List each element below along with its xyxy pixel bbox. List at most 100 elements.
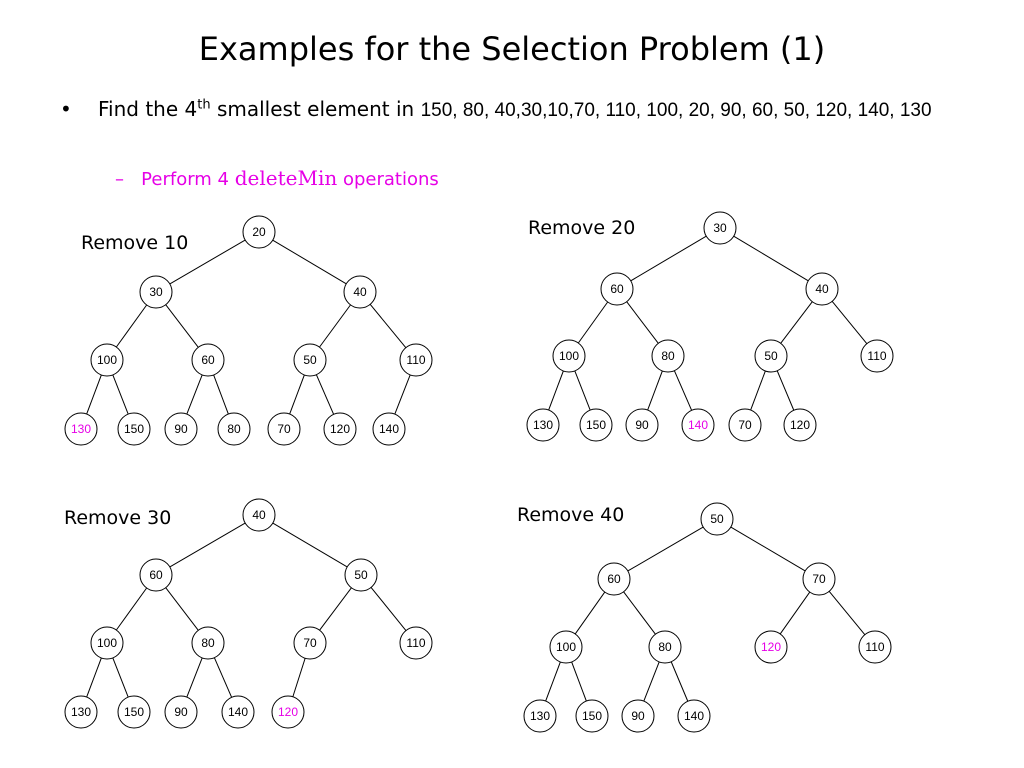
tree-edge [623,591,656,635]
heap-node-90: 90 [621,699,655,733]
tree-edge [548,370,564,411]
tree-edge [213,657,233,698]
node-value: 80 [661,349,675,363]
tree-edge [733,235,809,282]
node-value: 120 [790,418,810,432]
tree-edge [165,587,199,631]
node-circle [344,558,378,592]
node-value: 90 [174,705,188,719]
node-circle [552,339,586,373]
node-circle [343,275,377,309]
heap-node-120: 120 [754,630,788,664]
node-value: 130 [530,709,550,723]
heap-node-90: 90 [164,412,198,446]
node-value: 80 [658,640,672,654]
heap-node-110: 110 [858,630,892,664]
node-value: 70 [738,418,752,432]
heap-node-50: 50 [344,558,378,592]
heap-node-120: 120 [323,412,357,446]
node-value: 100 [97,353,117,367]
heap-node-30: 30 [703,211,737,245]
node-circle [217,412,251,446]
heap-node-40: 40 [242,498,276,532]
node-circle [805,272,839,306]
tree-edge [112,374,129,415]
heap-node-80: 80 [217,412,251,446]
slide-title: Examples for the Selection Problem (1) [198,30,826,68]
heap-node-30: 30 [139,275,173,309]
node-circle [575,699,609,733]
tree-edge [776,370,795,411]
heap-node-80: 80 [648,630,682,664]
tree-edge [626,301,659,344]
node-value: 140 [688,418,708,432]
node-circle [139,275,173,309]
node-circle [221,695,255,729]
heap-node-40: 40 [805,272,839,306]
bullet-sequence: 150, 80, 40,30,10,70, 110, 100, 20, 90, … [420,100,932,121]
node-value: 100 [97,636,117,650]
tree-edge [574,370,591,411]
tree-edge [169,522,246,568]
heap-node-90: 90 [625,408,659,442]
tree-edge [779,591,811,635]
bullet-middle: smallest element in [210,97,421,121]
node-value: 60 [607,572,621,586]
sub-bullet-prefix: Perform 4 [141,169,235,190]
tree-edge [272,522,348,568]
heap-node-150: 150 [117,412,151,446]
heap-node-50: 50 [293,343,327,377]
tree-edge [115,587,148,631]
bullet-superscript: th [197,97,211,113]
node-value: 150 [586,418,606,432]
tree-edge [86,657,102,698]
node-value: 140 [228,705,248,719]
node-value: 140 [379,422,399,436]
heap-node-140: 140 [372,412,406,446]
node-value: 110 [867,349,886,363]
node-value: 80 [227,422,241,436]
heap-node-130: 130 [526,408,560,442]
node-value: 90 [631,709,645,723]
node-circle [754,630,788,664]
node-circle [117,412,151,446]
heap-node-140: 140 [221,695,255,729]
heap-node-80: 80 [651,339,685,373]
heap-node-100: 100 [90,343,124,377]
tree-edge [315,374,335,415]
heap-node-150: 150 [575,699,609,733]
tree-edge [319,304,351,348]
heap-node-140: 140 [681,408,715,442]
heap-node-100: 100 [90,626,124,660]
heap-node-120: 120 [271,695,305,729]
tree-edge [643,661,660,702]
node-value: 50 [764,349,778,363]
node-circle [625,408,659,442]
node-circle [164,412,198,446]
node-circle [271,695,305,729]
node-circle [597,562,631,596]
node-circle [651,339,685,373]
node-value: 70 [812,572,826,586]
node-circle [191,626,225,660]
tree-edge [670,661,689,702]
node-circle [372,412,406,446]
heap-node-100: 100 [552,339,586,373]
node-value: 30 [149,285,163,299]
node-value: 150 [124,705,144,719]
node-value: 140 [684,709,704,723]
tree-edge [186,657,203,698]
heap-node-60: 60 [600,272,634,306]
node-circle [681,408,715,442]
node-value: 150 [124,422,144,436]
node-circle [242,498,276,532]
tree-edge [545,661,561,702]
node-circle [399,626,433,660]
node-value: 60 [149,568,163,582]
tree-edge [831,301,868,344]
heap-node-40: 40 [343,275,377,309]
node-circle [64,412,98,446]
